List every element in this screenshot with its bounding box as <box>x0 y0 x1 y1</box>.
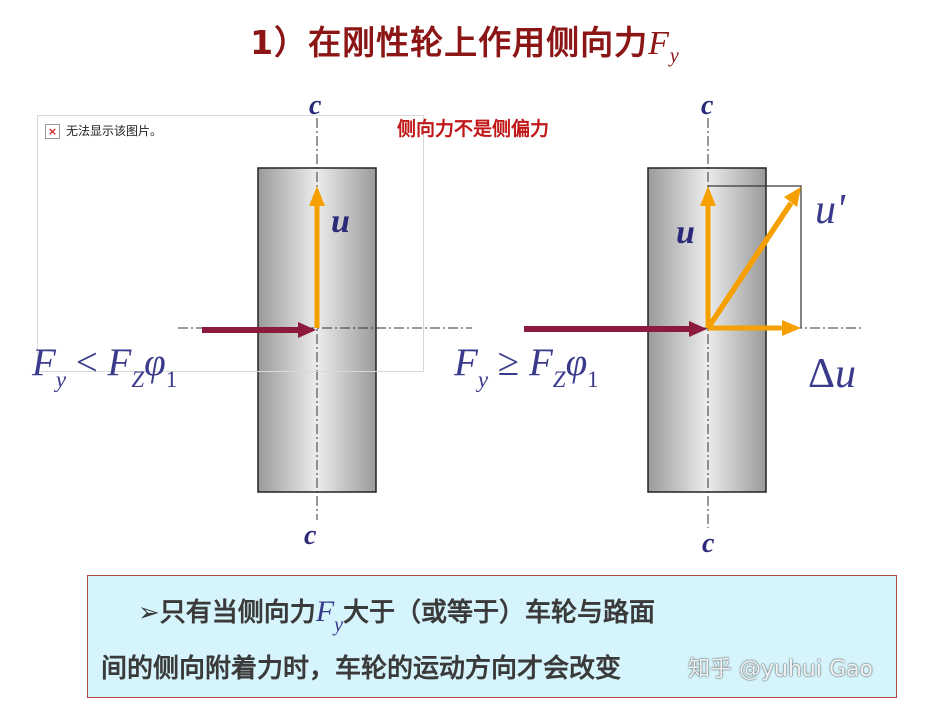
center-label-top-right: c <box>701 90 714 121</box>
explanation-line-2: 间的侧向附着力时，车轮的运动方向才会改变 <box>101 654 622 684</box>
bullet-icon: ➢ <box>138 598 160 628</box>
velocity-u-prime-label: u' <box>815 187 845 233</box>
lateral-force-arrow-right <box>524 321 707 337</box>
velocity-u-label-left: u <box>331 203 350 240</box>
watermark: 知乎 @yuhui Gao <box>688 657 873 682</box>
velocity-u-arrow-right <box>700 186 716 328</box>
condition-inequality-right: Fy ≥ FZφ1 <box>454 341 599 392</box>
broken-image-icon: × <box>45 124 60 139</box>
annotation-note: 侧向力不是侧偏力 <box>397 118 550 140</box>
lateral-force-arrow-left <box>202 322 316 338</box>
center-label-bottom-right: c <box>702 528 715 559</box>
explanation-box <box>87 575 897 698</box>
explanation-line-1: ➢只有当侧向力Fy大于（或等于）车轮与路面 <box>138 595 656 636</box>
slide-title: 1）在刚性轮上作用侧向力Fy <box>250 23 680 67</box>
center-label-bottom-left: c <box>304 520 317 551</box>
velocity-u-prime-arrow <box>705 187 801 330</box>
velocity-u-label-right: u <box>676 214 695 251</box>
broken-image-text: 无法显示该图片。 <box>66 124 163 138</box>
velocity-u-arrow-left <box>309 186 325 328</box>
center-label-top-left: c <box>309 90 322 121</box>
velocity-delta-u-label: Δu <box>808 351 857 397</box>
velocity-delta-u-arrow <box>708 320 801 336</box>
condition-inequality-left: Fy < FZφ1 <box>32 341 178 392</box>
broken-image-frame <box>37 115 424 372</box>
